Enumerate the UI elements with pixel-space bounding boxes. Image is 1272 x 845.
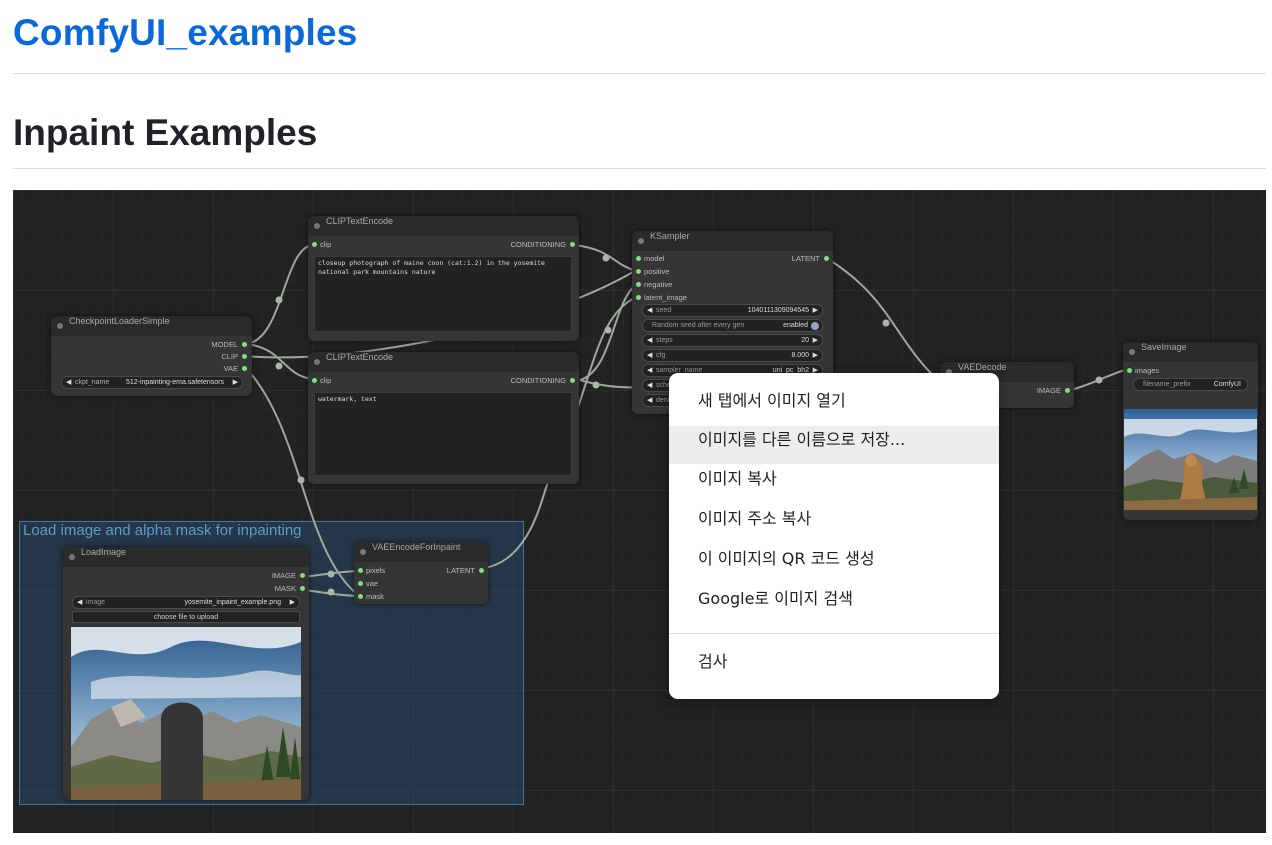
images-input[interactable]: images	[1127, 366, 1159, 376]
steps-label: steps	[656, 337, 673, 344]
title-divider	[13, 73, 1266, 74]
output-cat-image[interactable]	[1124, 409, 1257, 510]
ckpt-name-label: ckpt_name	[75, 379, 110, 386]
sampler-name-value: uni_pc_bh2	[772, 367, 809, 374]
vae-encode-for-inpaint-node[interactable]: VAEEncodeForInpaint pixels vae mask LATE…	[354, 542, 488, 604]
arrow-right-icon[interactable]: ▶	[289, 599, 295, 606]
save-image-as[interactable]: 이미지를 다른 이름으로 저장...	[669, 426, 999, 464]
arrow-left-icon[interactable]: ◀	[647, 337, 653, 344]
positive-prompt-textarea[interactable]: closeup photograph of maine coon (cat:1.…	[314, 256, 572, 332]
arrow-left-icon[interactable]: ◀	[647, 367, 653, 374]
conditioning-output[interactable]: CONDITIONING	[511, 240, 576, 250]
node-title: VAEEncodeForInpaint	[354, 542, 488, 562]
vae-input[interactable]: vae	[358, 579, 378, 589]
checkpoint-loader-node[interactable]: CheckpointLoaderSimple MODEL CLIP VAE ◀ …	[51, 316, 252, 396]
random-seed-label: Random seed after every gen	[652, 322, 745, 329]
latent-image-input[interactable]: latent_image	[636, 293, 687, 303]
seed-widget[interactable]: ◀ seed 1040111309094545 ▶	[642, 304, 823, 317]
scheduler-label: sche	[656, 382, 671, 389]
negative-input[interactable]: negative	[636, 280, 672, 290]
image-select-label: image	[86, 599, 106, 606]
search-image-with-google[interactable]: Google로 이미지 검색	[698, 589, 853, 608]
inspect[interactable]: 검사	[698, 652, 728, 671]
image-select-value: yosemite_inpaint_example.png	[184, 599, 281, 606]
arrow-left-icon[interactable]: ◀	[647, 397, 653, 404]
model-input[interactable]: model	[636, 254, 664, 264]
filename-prefix-value: ComfyUI	[1213, 381, 1241, 388]
random-seed-toggle[interactable]: Random seed after every gen enabled	[642, 319, 823, 332]
node-title: CheckpointLoaderSimple	[51, 316, 252, 336]
arrow-right-icon[interactable]: ▶	[812, 367, 818, 374]
latent-output[interactable]: LATENT	[447, 566, 485, 576]
sampler-name-label: sampler_name	[656, 367, 703, 374]
mask-output[interactable]: MASK	[275, 584, 306, 594]
denoise-label: deno	[656, 397, 672, 404]
save-image-node[interactable]: SaveImage images filename_prefix ComfyUI	[1123, 342, 1258, 520]
clip-output[interactable]: CLIP	[221, 352, 247, 362]
node-title: SaveImage	[1123, 342, 1258, 362]
group-title: Load image and alpha mask for inpainting	[23, 522, 302, 539]
copy-image[interactable]: 이미지 복사	[698, 469, 777, 488]
ckpt-name-widget[interactable]: ◀ ckpt_name 512-inpainting-ema.safetenso…	[61, 376, 243, 389]
latent-output[interactable]: LATENT	[792, 254, 830, 264]
image-output[interactable]: IMAGE	[272, 571, 306, 581]
arrow-right-icon[interactable]: ▶	[812, 352, 818, 359]
vae-output[interactable]: VAE	[224, 364, 248, 374]
heading-divider	[13, 168, 1266, 169]
arrow-left-icon[interactable]: ◀	[647, 352, 653, 359]
model-output[interactable]: MODEL	[211, 340, 247, 350]
copy-image-address[interactable]: 이미지 주소 복사	[698, 509, 812, 528]
context-menu: 새 탭에서 이미지 열기 이미지를 다른 이름으로 저장... 이미지 복사 이…	[669, 373, 999, 699]
random-seed-value: enabled	[783, 322, 808, 329]
node-title: CLIPTextEncode	[308, 216, 579, 236]
steps-widget[interactable]: ◀ steps 20 ▶	[642, 334, 823, 347]
arrow-right-icon[interactable]: ▶	[812, 307, 818, 314]
clip-input[interactable]: clip	[312, 376, 331, 386]
load-image-node[interactable]: LoadImage IMAGE MASK ◀ image yosemite_in…	[63, 547, 309, 800]
filename-prefix-widget[interactable]: filename_prefix ComfyUI	[1133, 378, 1248, 391]
seed-label: seed	[656, 307, 672, 314]
pixels-input[interactable]: pixels	[358, 566, 385, 576]
workflow-image[interactable]: Load image and alpha mask for inpainting	[13, 190, 1266, 833]
toggle-icon[interactable]	[811, 322, 819, 330]
arrow-left-icon[interactable]: ◀	[77, 599, 83, 606]
create-qr-code[interactable]: 이 이미지의 QR 코드 생성	[698, 549, 875, 568]
arrow-left-icon[interactable]: ◀	[647, 382, 653, 389]
clip-input[interactable]: clip	[312, 240, 331, 250]
page-heading: Inpaint Examples	[13, 112, 318, 153]
arrow-right-icon[interactable]: ▶	[812, 337, 818, 344]
image-output[interactable]: IMAGE	[1037, 386, 1071, 396]
negative-prompt-textarea[interactable]: watermark, text	[314, 392, 572, 476]
cfg-label: cfg	[656, 352, 666, 359]
node-title: KSampler	[632, 231, 833, 251]
node-title: CLIPTextEncode	[308, 352, 579, 372]
ckpt-name-value: 512-inpainting-ema.safetensors	[125, 379, 224, 386]
seed-value: 1040111309094545	[747, 307, 809, 314]
arrow-left-icon[interactable]: ◀	[647, 307, 653, 314]
conditioning-output[interactable]: CONDITIONING	[511, 376, 576, 386]
positive-input[interactable]: positive	[636, 267, 669, 277]
mask-input[interactable]: mask	[358, 592, 384, 602]
steps-value: 20	[801, 337, 809, 344]
cfg-value: 8.000	[791, 352, 809, 359]
open-image-in-new-tab[interactable]: 새 탭에서 이미지 열기	[698, 391, 846, 410]
choose-file-button[interactable]: choose file to upload	[72, 611, 300, 623]
filename-prefix-label: filename_prefix	[1143, 381, 1191, 388]
clip-text-encode-positive-node[interactable]: CLIPTextEncode clip CONDITIONING closeup…	[308, 216, 579, 341]
image-select-widget[interactable]: ◀ image yosemite_inpaint_example.png ▶	[72, 596, 300, 609]
site-title[interactable]: ComfyUI_examples	[13, 12, 358, 53]
arrow-left-icon[interactable]: ◀	[66, 379, 72, 386]
menu-separator	[669, 633, 999, 634]
node-title: LoadImage	[63, 547, 309, 567]
input-yosemite-image[interactable]	[71, 627, 301, 800]
clip-text-encode-negative-node[interactable]: CLIPTextEncode clip CONDITIONING waterma…	[308, 352, 579, 484]
arrow-right-icon[interactable]: ▶	[232, 379, 238, 386]
cfg-widget[interactable]: ◀ cfg 8.000 ▶	[642, 349, 823, 362]
